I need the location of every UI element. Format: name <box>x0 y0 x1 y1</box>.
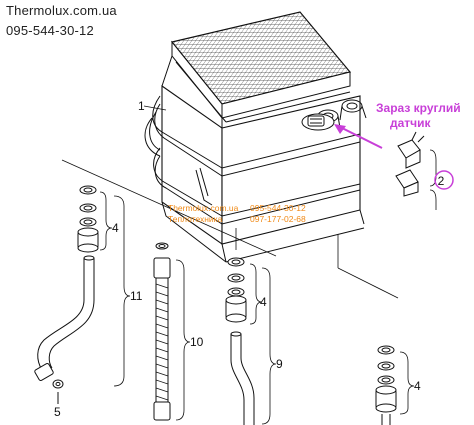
round-sensor <box>301 113 335 131</box>
pipe-part-9 <box>230 331 255 425</box>
bent-pipe-part-5 <box>34 255 95 404</box>
site-name: Thermolux.com.ua <box>6 3 117 18</box>
bracket-left-4 <box>99 191 113 251</box>
callout-10: 10 <box>190 335 204 349</box>
annotation-line-1: Заpаз круглий <box>376 101 461 115</box>
annotation-line-2: датчик <box>390 116 432 130</box>
left-fittings <box>77 185 99 253</box>
callout-11: 11 <box>130 289 143 303</box>
sensor-arrow <box>334 124 383 149</box>
callout-4-middle: 4 <box>260 295 267 309</box>
watermark-site: Thermolux.com.ua <box>168 203 239 213</box>
callout-5: 5 <box>54 405 61 419</box>
bracket-9 <box>261 267 277 425</box>
phone-number: 095-544-30-12 <box>6 23 94 38</box>
clip-sensor-part-2 <box>395 131 425 197</box>
callout-4-right: 4 <box>414 379 421 393</box>
bracket-11 <box>113 195 131 387</box>
callout-4-left: 4 <box>112 221 119 235</box>
bracket-middle-4 <box>249 263 263 325</box>
bracket-10 <box>175 259 191 421</box>
flex-hose-part-10 <box>153 242 171 421</box>
right-fittings <box>375 345 397 425</box>
watermark-phone-2: 097-177-02-68 <box>250 214 306 224</box>
callout-1: 1 <box>138 99 145 113</box>
callout-2: 2 <box>438 174 445 188</box>
bracket-right-4 <box>399 351 415 415</box>
part-2-highlight <box>434 170 454 190</box>
heat-exchanger <box>144 11 367 263</box>
watermark-company: Теплотехника <box>168 214 223 224</box>
watermark-phone-1: 095-544-30-12 <box>250 203 306 213</box>
callout-9: 9 <box>276 357 283 371</box>
middle-fittings <box>225 257 247 323</box>
leader-lines <box>61 105 437 299</box>
